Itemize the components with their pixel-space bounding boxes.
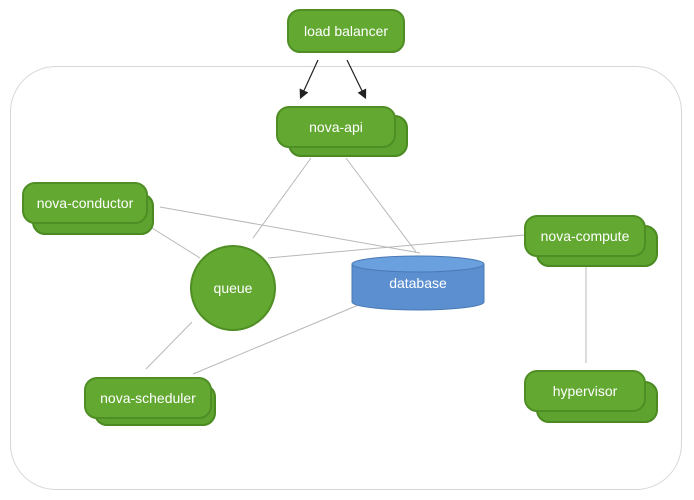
conductor-to-queue-connector — [151, 227, 201, 259]
compute-to-queue-connector — [267, 234, 525, 259]
database-label: database — [389, 275, 447, 291]
nova-compute-label: nova-compute — [524, 215, 646, 257]
conductor-to-database-connector — [159, 206, 421, 254]
hypervisor-label: hypervisor — [524, 370, 646, 412]
scheduler-to-database-connector — [192, 300, 369, 375]
nova-conductor-label: nova-conductor — [22, 182, 148, 224]
lb-to-api-arrow-left — [299, 59, 319, 100]
lb-to-api-arrow-right — [346, 59, 367, 100]
cluster-boundary — [10, 66, 682, 490]
nova-scheduler-label: nova-scheduler — [84, 377, 212, 419]
scheduler-to-queue-connector — [145, 321, 193, 370]
api-to-database-connector — [345, 157, 417, 253]
database-cylinder — [351, 255, 485, 311]
load-balancer-label: load balancer — [287, 9, 405, 53]
api-to-queue-connector — [252, 157, 312, 239]
queue-node: queue — [190, 245, 276, 331]
nova-api-label: nova-api — [276, 106, 396, 148]
